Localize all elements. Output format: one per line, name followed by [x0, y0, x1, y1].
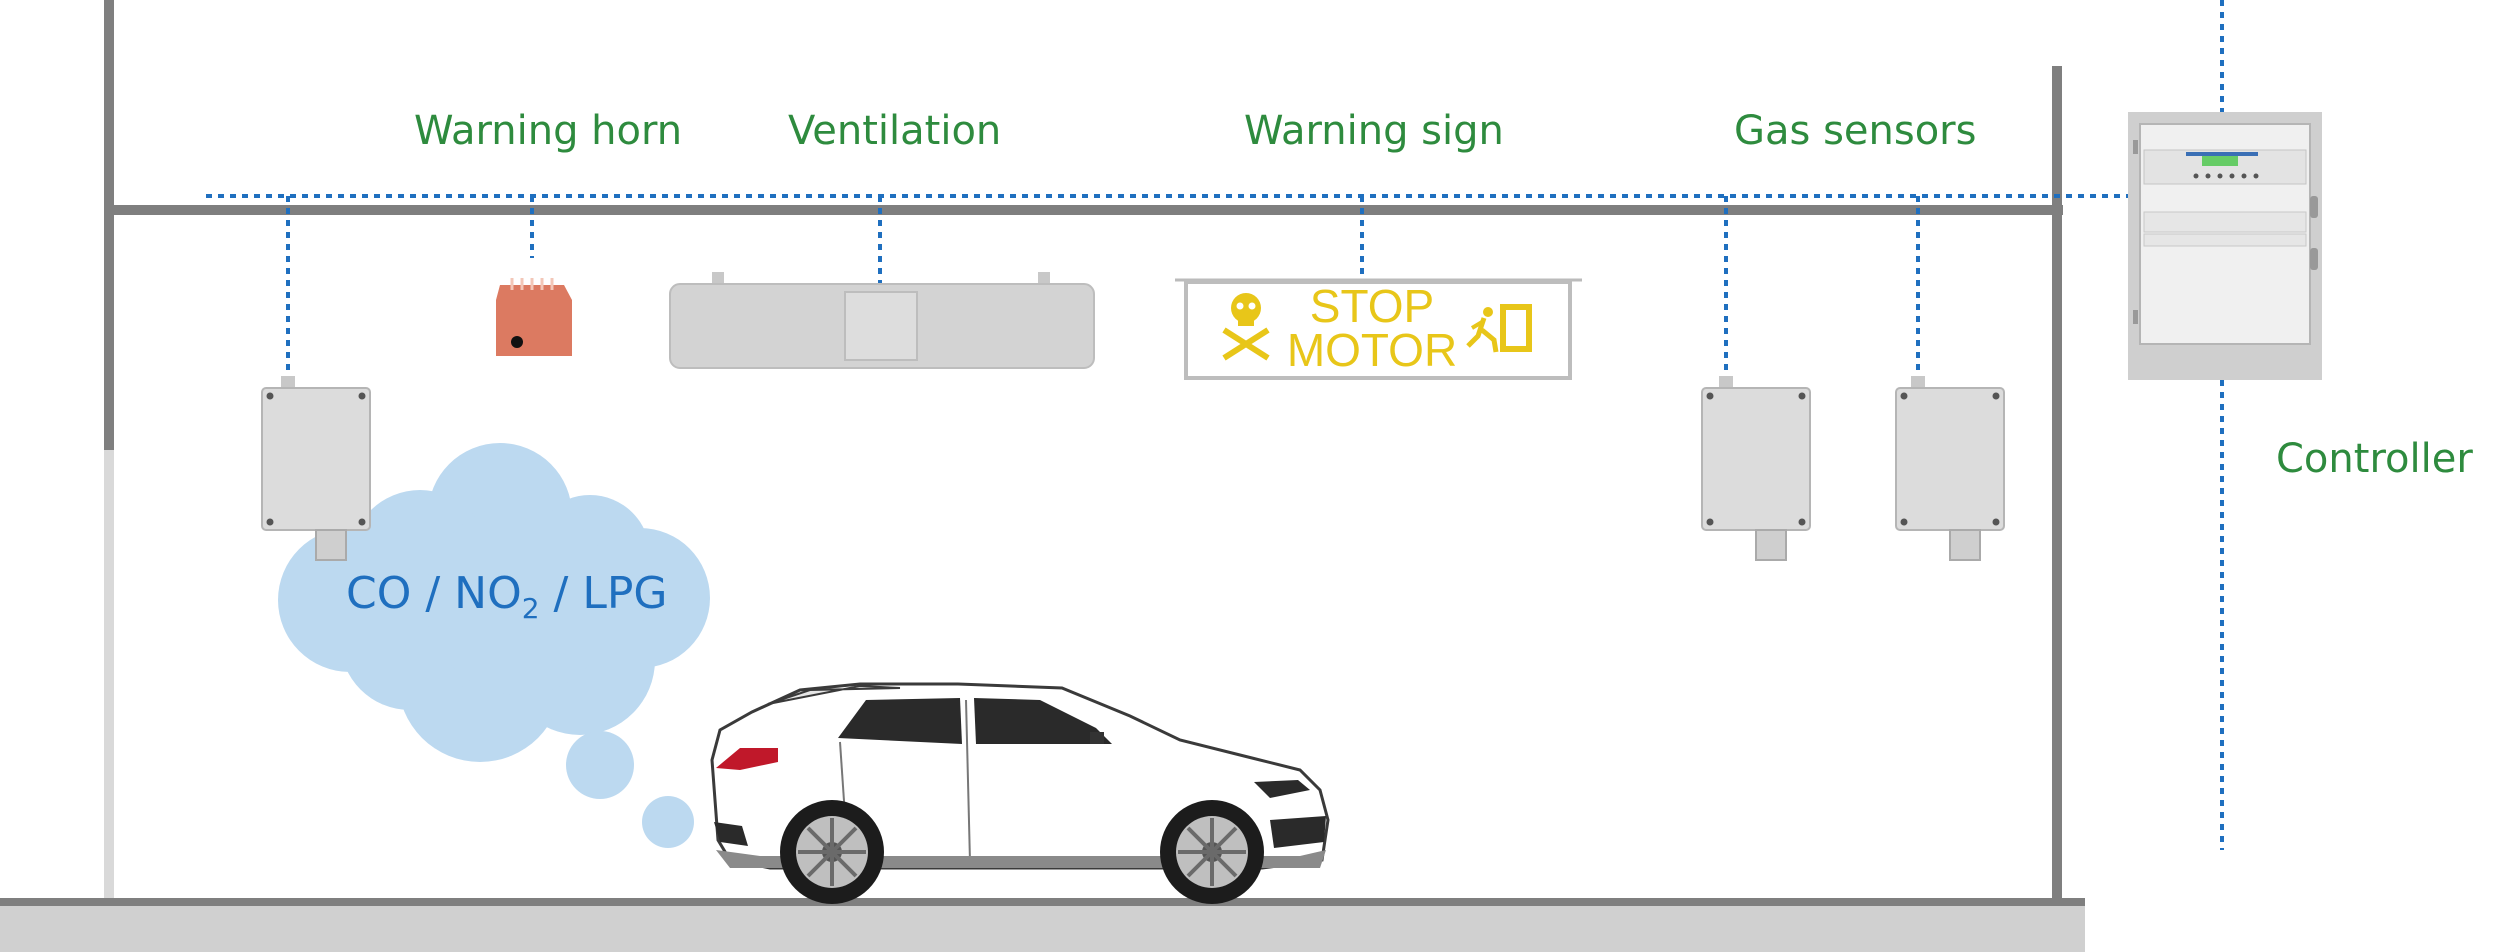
left-wall-lower — [104, 450, 114, 900]
skull-icon — [1222, 293, 1270, 361]
gas-types-text: CO / NO2 / LPG — [346, 568, 668, 625]
label-warning-horn: Warning horn — [414, 108, 683, 154]
label-gas-sensors: Gas sensors — [1734, 108, 1977, 154]
right-wall — [2052, 66, 2062, 902]
label-ventilation: Ventilation — [788, 108, 1002, 154]
floor-line — [0, 898, 2085, 906]
floor — [0, 906, 2085, 952]
signal-bus — [206, 0, 2224, 850]
warning-sign — [1175, 278, 1582, 380]
thought-bubble-small — [642, 796, 694, 848]
ceiling-beam — [108, 205, 2063, 215]
label-controller: Controller — [2276, 436, 2473, 482]
sign-text-line2: MOTOR — [1287, 324, 1457, 376]
emergency-exit-icon — [1466, 304, 1532, 353]
gas-cloud — [278, 443, 710, 848]
gas-sensor-2 — [1701, 376, 1811, 561]
warning-horn-icon — [496, 278, 572, 356]
sign-text-line1: STOP — [1310, 280, 1434, 332]
gas-sensor-3 — [1895, 376, 2005, 561]
car-illustration — [710, 682, 1330, 904]
ventilation-fan — [669, 272, 1095, 369]
gas-sensor-1 — [261, 376, 371, 561]
thought-bubble-large — [566, 731, 634, 799]
controller-cabinet — [2128, 112, 2322, 380]
label-warning-sign: Warning sign — [1244, 108, 1504, 154]
left-wall-upper — [104, 0, 114, 450]
controller-display — [2202, 156, 2238, 166]
